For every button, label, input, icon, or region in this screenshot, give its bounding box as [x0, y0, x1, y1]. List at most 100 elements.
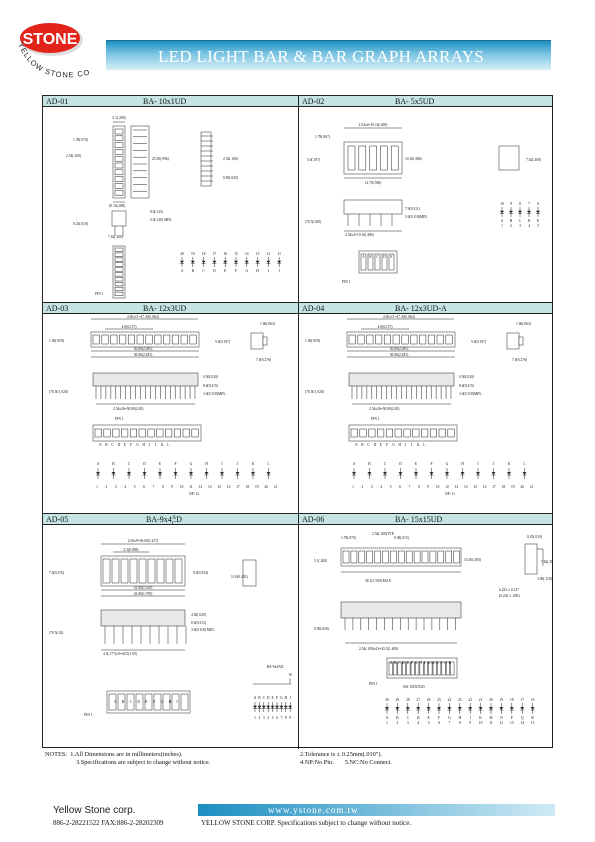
led-segment	[374, 550, 381, 564]
led-diode-symbol	[414, 468, 418, 479]
segment-letter: B	[105, 443, 108, 447]
segment-letter: C	[263, 696, 266, 700]
dimension-label: 10.16(.386)	[405, 157, 423, 161]
led-diode-symbol	[275, 702, 279, 712]
led-diode-symbol	[500, 207, 504, 217]
dimension-label: 0.38(.015)	[394, 536, 410, 540]
led-segment	[385, 428, 393, 438]
dimension-label: 5.0(0.197)	[215, 340, 231, 344]
led-segment	[375, 334, 383, 345]
segment-letter: J	[278, 269, 280, 273]
segment-letter: H	[205, 462, 208, 466]
dimension-label: 0.50(.020)	[459, 375, 475, 379]
drawing-outline	[524, 543, 538, 575]
pin-number: 8	[285, 716, 287, 720]
led-segment	[174, 558, 183, 584]
diode-triangle	[536, 210, 540, 214]
drawing-outline	[506, 332, 520, 350]
led-diode-symbol	[127, 468, 131, 479]
led-diode-symbol	[405, 703, 410, 714]
pin-number: 13	[455, 485, 459, 489]
led-diode-symbol	[536, 207, 540, 217]
footer-website[interactable]: www.ystone.com.tw	[268, 805, 359, 815]
led-segment	[111, 558, 120, 584]
dimension-label: (70.50 (.020)	[49, 390, 69, 394]
dimension-label: (70.5(.02)	[49, 631, 64, 635]
segment-letter: P	[511, 716, 513, 720]
segment-letter: F	[431, 462, 433, 466]
pin-number: 10	[436, 485, 440, 489]
pin-number: 8	[418, 485, 420, 489]
led-segment	[438, 428, 446, 438]
led-diode-symbol	[255, 257, 260, 267]
segment-letter: F	[235, 269, 237, 273]
diode-triangle	[255, 260, 260, 264]
dimension-label: 7.62(.300)	[108, 235, 124, 239]
dimension-label: 5.0(0.197)	[471, 340, 487, 344]
pin-number: 18	[502, 485, 506, 489]
led-segment	[162, 693, 171, 711]
dimension-label: 58.00(2.283)	[390, 353, 409, 357]
led-segment	[101, 334, 109, 345]
led-segment	[156, 558, 165, 584]
diode-triangle	[270, 705, 275, 709]
led-segment	[358, 145, 367, 171]
pin-number: 20	[520, 485, 524, 489]
pin-number: 18	[202, 252, 206, 256]
led-segment	[382, 550, 389, 564]
svg-text:STONE: STONE	[23, 31, 78, 48]
led-segment	[358, 550, 366, 564]
diode-triangle	[468, 707, 473, 710]
pin-number: 16	[531, 698, 535, 702]
led-segment	[191, 428, 199, 438]
drawing-outline	[498, 145, 520, 171]
led-diode-symbol	[478, 703, 483, 714]
dimension-label: 56.80(2.285)	[390, 347, 409, 351]
led-segment	[114, 189, 124, 196]
diode-triangle	[201, 260, 206, 264]
dimension-label: 58.00(2.283)	[134, 353, 153, 357]
pin-number: 14	[208, 485, 212, 489]
segment-letter: E	[159, 462, 162, 466]
diode-triangle	[212, 260, 217, 264]
drawing-outline	[250, 332, 264, 350]
led-segment	[450, 661, 455, 676]
led-segment	[119, 334, 127, 345]
diode-triangle	[220, 472, 224, 475]
segment-letter: J	[237, 462, 239, 466]
dimension-label: 2.54x20=50.80(2.00)	[369, 407, 400, 411]
led-segment	[114, 135, 124, 142]
segment-letter: I	[470, 716, 472, 720]
diode-triangle	[96, 472, 100, 475]
dimension-label: BA-9x4AD	[267, 665, 284, 669]
diode-triangle	[460, 472, 465, 475]
note-2: 2.Tolerance is ± 0.25mm(.010").	[300, 751, 383, 758]
dimension-label: 2.54(.100)	[66, 154, 82, 158]
segment-letter: F	[175, 462, 177, 466]
dimension-label: 3.0(0.118)MIN.	[459, 392, 482, 396]
segment-letter: I	[477, 462, 479, 466]
dimension-label: 2.54(.100)x14=35.5(1.400)	[359, 647, 399, 651]
diode-triangle	[527, 210, 531, 214]
led-diode-symbol	[522, 468, 527, 479]
led-diode-symbol	[158, 468, 162, 479]
led-segment	[397, 661, 402, 676]
dimension-label: 43.00(1.709)	[134, 592, 153, 596]
dimension-label: 56.80(2.285)	[134, 347, 153, 351]
dimension-label: PIN 1	[84, 713, 93, 717]
led-segment	[380, 145, 388, 171]
led-segment	[144, 693, 153, 711]
led-segment	[114, 176, 124, 182]
segment-letter: A	[362, 255, 365, 259]
diode-triangle	[253, 705, 257, 709]
segment-letter: E	[415, 462, 418, 466]
datasheet-frame: AD-01 BA- 10x1UD AD-02 BA- 5x5UD AD-03 B…	[42, 95, 553, 749]
segment-letter: E	[390, 255, 393, 259]
footer-disclaimer: YELLOW STONE CORP. Specifications subjec…	[201, 819, 412, 827]
dimension-label: 2.54x4=10.16(.400)	[345, 233, 374, 237]
segment-letter: H	[284, 696, 287, 700]
segment-letter: H	[142, 443, 145, 447]
led-segment	[114, 162, 124, 169]
led-segment	[390, 145, 399, 171]
note-1: 1.All Dimensions are in millimeters(inch…	[70, 751, 183, 758]
